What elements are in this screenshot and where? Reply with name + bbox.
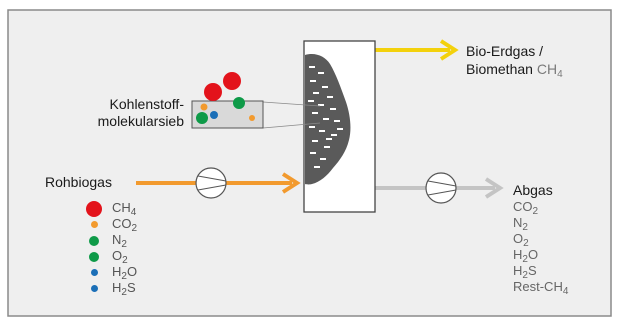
molecule-ch4-2 — [223, 72, 241, 90]
input-gas-item: CH4 — [86, 199, 137, 218]
sieve-label-line1: Kohlenstoff- — [109, 96, 184, 112]
input-compressor-symbol — [195, 167, 227, 199]
gas-formula: O2 — [112, 247, 128, 266]
exhaust-gas-item: H2O — [513, 247, 539, 265]
sieve-pore — [312, 112, 318, 114]
zoom-line-top — [262, 101, 321, 107]
output-formula: CH4 — [536, 61, 563, 80]
gas-formula: CH4 — [112, 199, 137, 218]
sieve-pore — [330, 108, 336, 110]
exhaust-gas-item: CO2 — [513, 199, 539, 217]
molecule-ch4-1 — [204, 83, 222, 101]
sieve-pore — [312, 140, 318, 142]
input-gas-item: N2 — [86, 231, 127, 250]
gas-color-dot — [90, 285, 98, 292]
gas-color-dot — [89, 251, 99, 262]
gas-color-dot — [89, 235, 99, 246]
sieve-pore — [309, 66, 315, 68]
zoom-line-bottom — [262, 122, 321, 129]
sieve-pore — [313, 92, 319, 94]
sieve-pore — [324, 146, 330, 148]
gas-formula: H2S — [112, 279, 136, 298]
sieve-pore — [331, 134, 337, 136]
sieve-pore — [318, 104, 324, 106]
sieve-pore — [334, 120, 340, 122]
sieve-pore — [337, 128, 343, 130]
output-label: Bio-Erdgas / Biomethan CH4 — [466, 43, 563, 83]
input-gas-item: CO2 — [86, 215, 138, 234]
molecule-n2 — [196, 112, 208, 124]
sieve-pore — [309, 126, 315, 128]
exhaust-gas-item: O2 — [513, 231, 529, 249]
molecule-o2 — [233, 97, 245, 109]
sieve-pore — [308, 100, 314, 102]
sieve-pore — [327, 96, 333, 98]
molecule-co2-2 — [249, 115, 255, 121]
sieve-pore — [310, 80, 316, 82]
sieve-pore — [319, 130, 325, 132]
sieve-pore — [318, 72, 324, 74]
molecule-co2-1 — [200, 103, 208, 111]
sieve-pore — [326, 138, 332, 140]
sieve-pore — [314, 166, 320, 168]
output-label-line2: Biomethan CH4 — [466, 61, 563, 83]
input-gas-item: H2O — [86, 263, 138, 282]
biomethane-output-arrow — [375, 39, 459, 61]
exhaust-compressor-symbol — [425, 172, 457, 204]
exhaust-gas-item: Rest-CH4 — [513, 279, 569, 297]
output-formula-base: CH — [536, 61, 558, 77]
input-gas-item: H2S — [86, 279, 136, 298]
sieve-pore — [323, 118, 329, 120]
output-formula-sub: 4 — [557, 69, 563, 80]
gas-color-dot — [90, 269, 98, 276]
gas-formula: H2O — [112, 263, 138, 282]
gas-formula: CO2 — [112, 215, 138, 234]
sieve-grains — [308, 66, 343, 168]
sieve-label-line2: molekularsieb — [97, 113, 184, 129]
sieve-pore — [322, 86, 328, 88]
abgas-label: Abgas — [513, 182, 553, 198]
exhaust-gas-item: H2S — [513, 263, 537, 281]
sieve-pore — [310, 152, 316, 154]
gas-color-dot — [86, 200, 102, 217]
gas-color-dot — [90, 221, 98, 228]
sieve-label: Kohlenstoff- molekularsieb — [71, 96, 184, 129]
molecule-h2o — [210, 111, 218, 119]
output-label-line1: Bio-Erdgas / — [466, 43, 544, 59]
rohbiogas-label: Rohbiogas — [45, 174, 112, 190]
input-gas-item: O2 — [86, 247, 128, 266]
sieve-pore — [320, 158, 326, 160]
output-label-biomethan: Biomethan — [466, 61, 533, 77]
gas-formula: N2 — [112, 231, 127, 250]
exhaust-gas-item: N2 — [513, 215, 528, 233]
